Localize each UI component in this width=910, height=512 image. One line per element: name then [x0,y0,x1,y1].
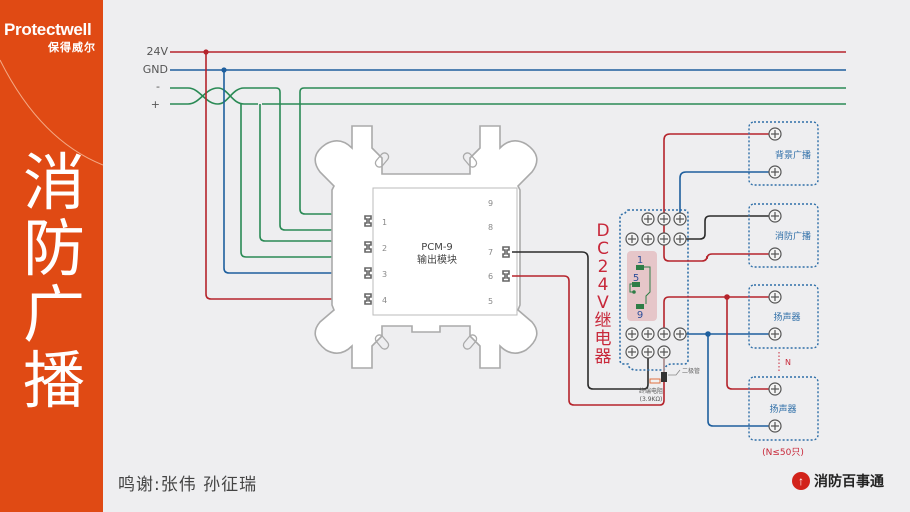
module-model: PCM-9 [421,242,453,253]
bus-line-plus-twist [170,87,258,105]
fire-logo-icon: ↑ [792,472,810,490]
terminal-number: 2 [382,244,387,253]
wire-t7-to-relay [512,251,649,390]
relay-pin-label: 1 [637,255,643,266]
brand-logo-cn: 保得威尔 [48,41,96,54]
output-label: 背景广播 [775,149,811,161]
bus-label-gnd: GND [143,63,168,76]
module-name: 输出模块 [417,253,457,266]
footer-logo-text: 消防百事通 [814,474,884,490]
terminal-number: 8 [488,223,493,232]
junction-speaker-minus [705,331,711,337]
terminal-number: 9 [488,199,493,208]
resistor-value: (3.9KΩ) [640,396,663,403]
sidebar: Protectwell 保得威尔 消 防 广 播 [0,0,103,512]
bus-label-plus: + [151,98,160,111]
sidebar-title: 消 防 广 播 [14,150,94,414]
credit-text: 鸣谢:张伟 孙征瑞 [118,475,258,495]
relay-label-char: 电 [595,329,612,349]
relay-label-char: 4 [598,275,609,295]
output-box-speaker-n: 扬声器 [748,376,819,441]
relay-coil-diagram: 1 5 9 [627,251,657,321]
wire-relay-to-fire-broadcast-minus [663,239,775,262]
relay-label-char: C [597,239,609,259]
resistor-label: 终端电阻 [639,387,663,395]
terminal-number: 3 [382,270,387,279]
relay-outline [619,209,689,371]
terminal-number: 6 [488,272,493,281]
sidebar-title-char: 广 [22,278,85,351]
speaker-limit-label: (N≤50只) [762,448,804,458]
relay-pin-label: 5 [633,273,639,284]
output-label: 扬声器 [769,403,796,415]
relay-label-char: 2 [598,257,609,277]
relay-label-char: 继 [595,311,612,331]
relay-pin-label: 9 [637,310,643,321]
relay-label-char: V [597,293,609,313]
wire-24v-to-t4 [205,52,356,300]
speaker-count-label: N [785,358,791,367]
diode-icon [661,372,667,382]
bus-label-24v: 24V [146,45,168,58]
output-box-fire-broadcast: 消防广播 [748,203,819,268]
terminal-number: 7 [488,248,493,257]
relay-label-char: 器 [595,347,612,367]
wire-speaker-n-plus [726,297,775,390]
relay-vertical-label: D C 2 4 V 继 电 器 [595,221,612,367]
relay-label-char: D [596,221,609,241]
wire-t6-to-relay [512,275,665,406]
junction-speaker-plus [724,294,730,300]
output-label: 扬声器 [773,311,800,323]
wire-relay-to-fire-broadcast-plus [680,215,775,240]
brand-logo-en: Protectwell [4,20,92,39]
wire-relay-to-bg-broadcast-minus [679,171,775,219]
output-label: 消防广播 [775,230,811,242]
wire-gnd-to-t3 [223,70,356,274]
decorative-arc [0,59,103,166]
sidebar-title-char: 消 [22,146,85,219]
output-box-speaker-1: 扬声器 [748,284,819,349]
terminal-number: 5 [488,297,493,306]
output-box-background-broadcast: 背景广播 [748,121,819,186]
diode-label: 二极管 [682,367,700,375]
bus-label-minus: - [156,80,160,93]
wire-relay-to-speaker-plus [663,296,775,334]
sidebar-title-char: 播 [22,344,85,417]
sidebar-title-char: 防 [22,212,85,285]
wire-speaker-n-minus [707,334,775,427]
resistor-icon [649,378,661,384]
terminal-number: 1 [382,218,387,227]
bus-line-minus [299,87,846,93]
wire-relay-to-bg-broadcast-plus [663,133,775,239]
terminal-number: 4 [382,296,387,305]
footer-logo: ↑ 消防百事通 [792,471,884,491]
